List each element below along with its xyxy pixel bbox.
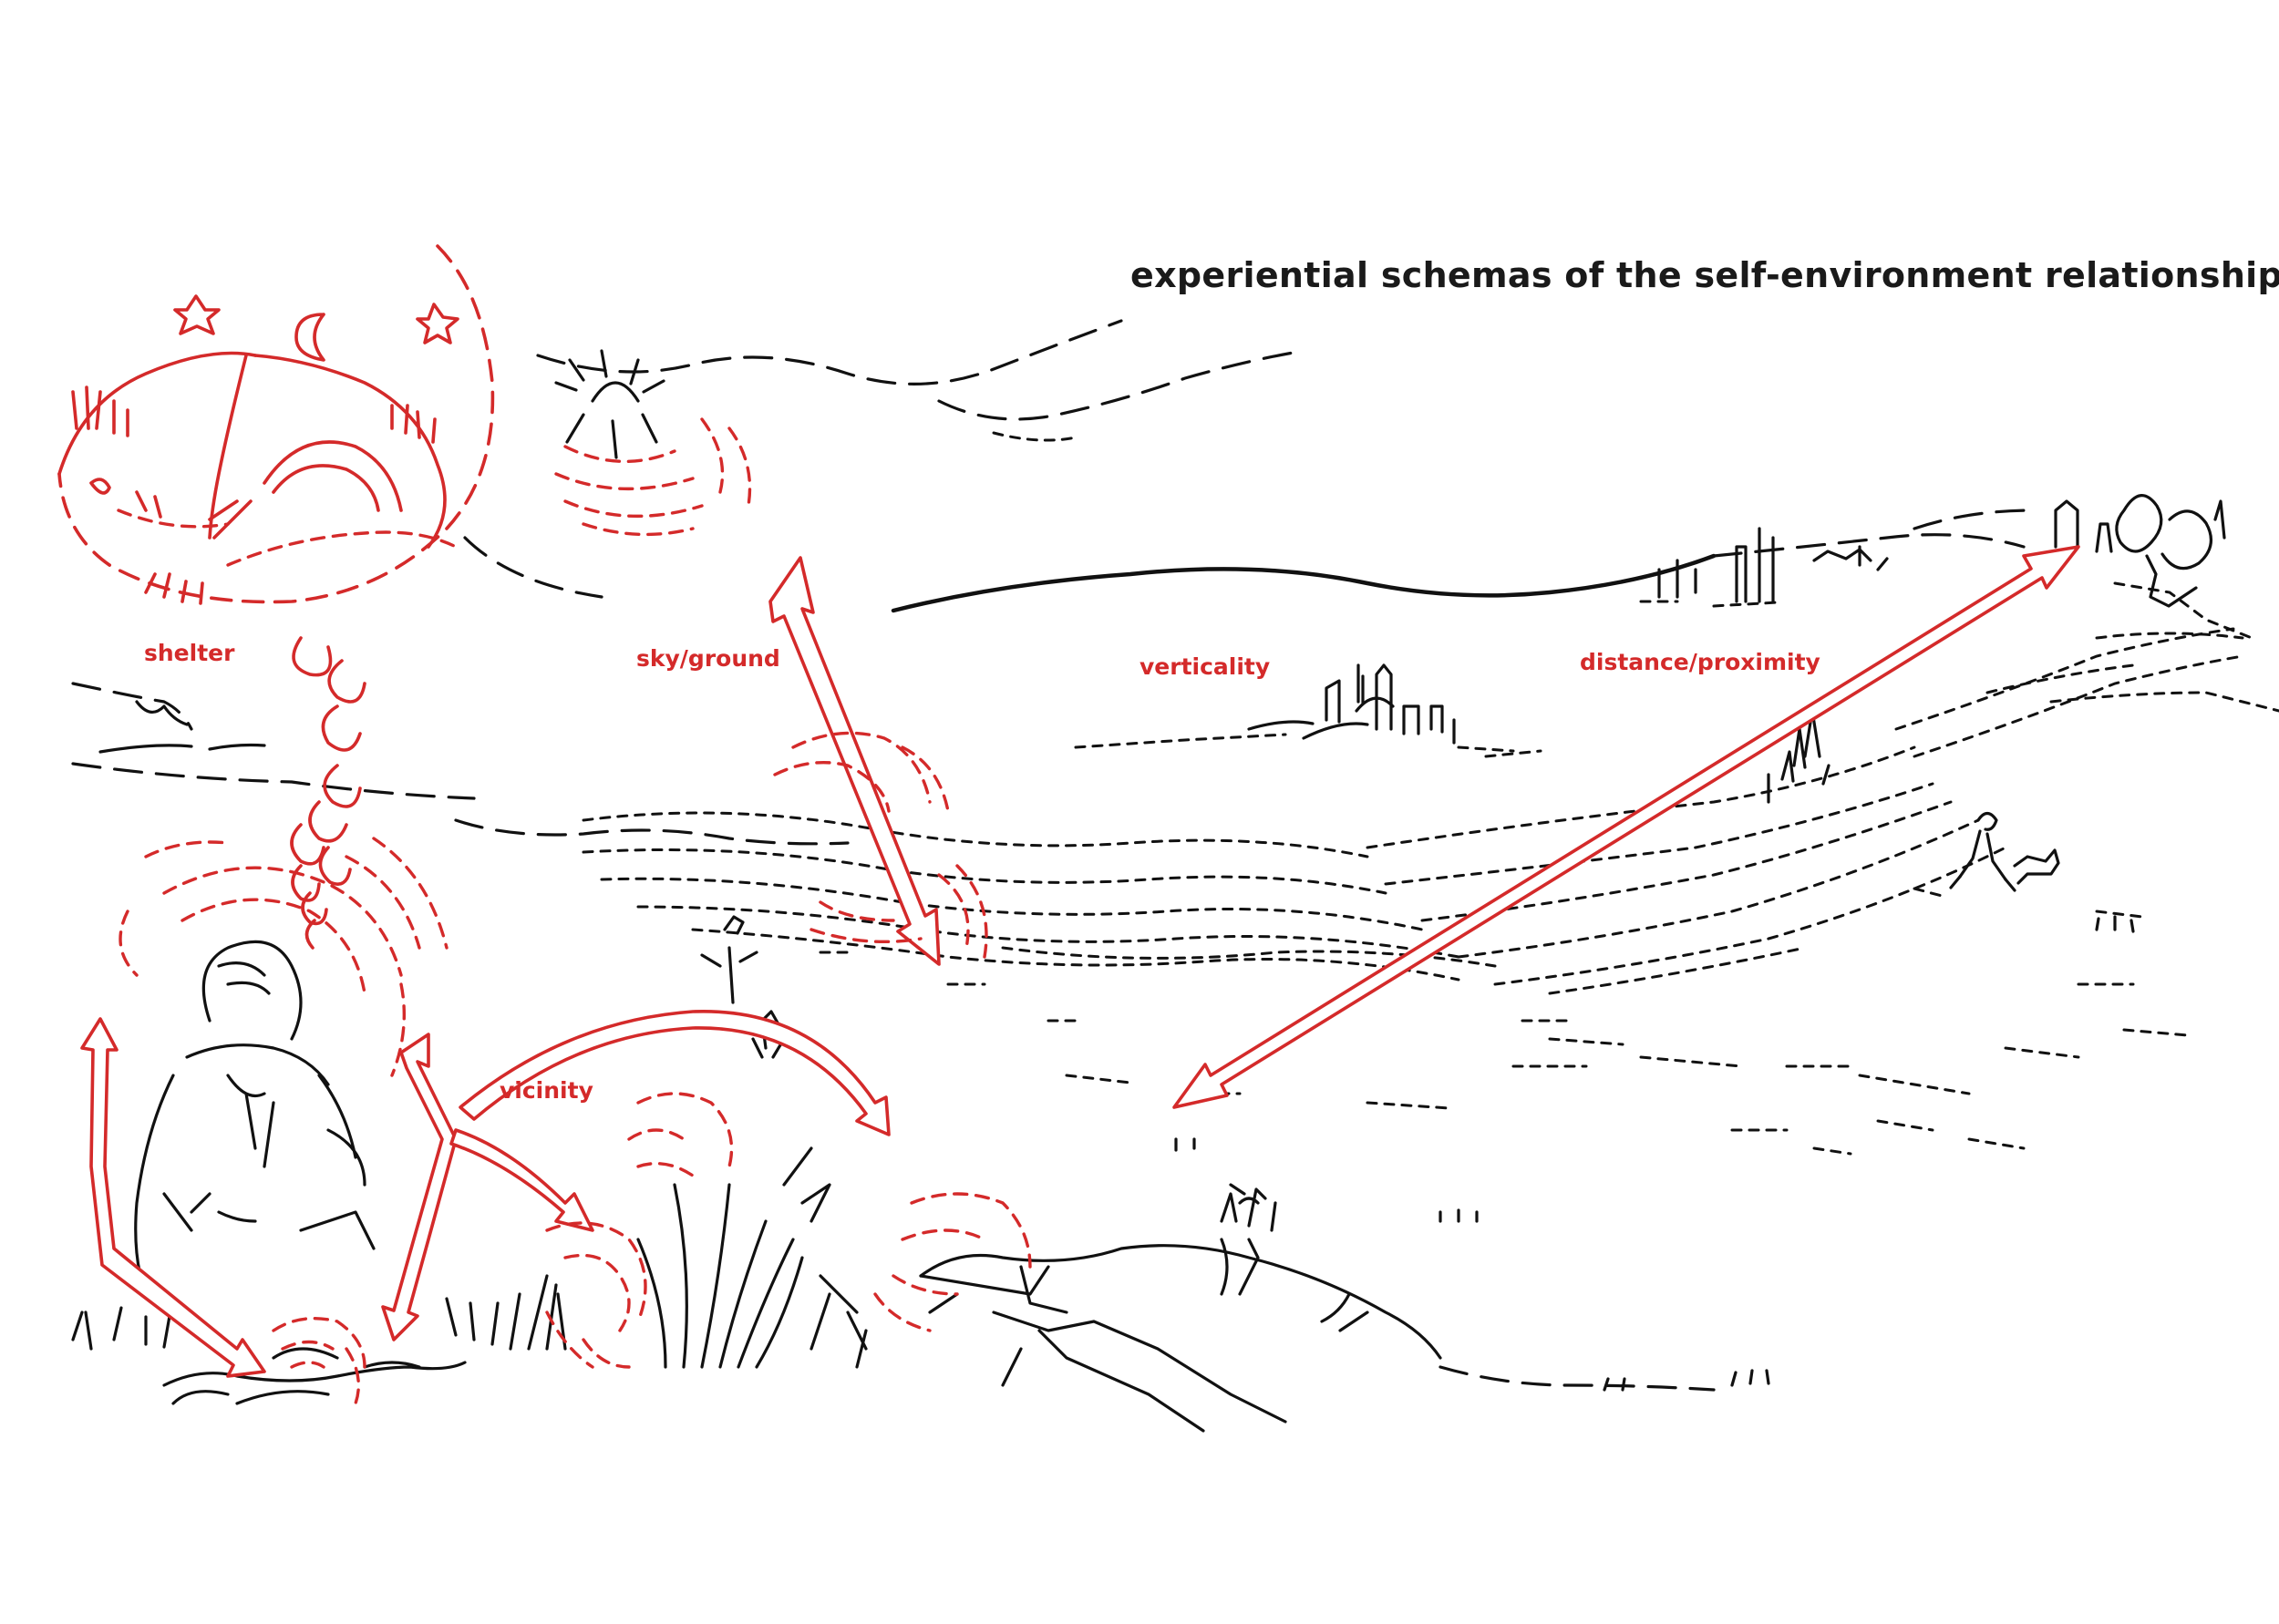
ground-ripples xyxy=(773,731,988,959)
label-sky-ground: sky/ground xyxy=(636,645,780,672)
clouds xyxy=(536,319,1305,442)
sun-icon xyxy=(554,349,665,459)
walker-figure xyxy=(1913,811,2060,898)
seated-person xyxy=(134,940,467,1405)
left-hills xyxy=(71,682,850,846)
hilltop-town xyxy=(1074,663,1542,758)
self-ripples xyxy=(119,837,449,1077)
horizon-town xyxy=(1639,527,1889,608)
label-distance-proximity: distance/proximity xyxy=(1580,649,1820,675)
vicinity-ripples xyxy=(272,1092,1032,1405)
tall-grass xyxy=(71,915,1369,1369)
distance-proximity-arrow xyxy=(1172,545,2080,1109)
shelter-link-loops xyxy=(290,636,366,950)
horizon-ridge xyxy=(463,509,2035,613)
label-shelter: shelter xyxy=(144,640,235,666)
vicinity-arrows xyxy=(80,1010,891,1378)
label-vicinity: vicinity xyxy=(500,1077,593,1104)
distant-castle xyxy=(2054,494,2253,640)
label-verticality: verticality xyxy=(1140,653,1271,680)
foreground-rocks xyxy=(919,1183,1716,1433)
hedgerow-band xyxy=(582,627,2279,995)
shelter-schema xyxy=(57,244,495,605)
diagram-title: experiential schemas of the self-environ… xyxy=(1130,255,2279,295)
sky-ground-arrow xyxy=(768,556,941,966)
sun-ripples xyxy=(554,417,752,537)
